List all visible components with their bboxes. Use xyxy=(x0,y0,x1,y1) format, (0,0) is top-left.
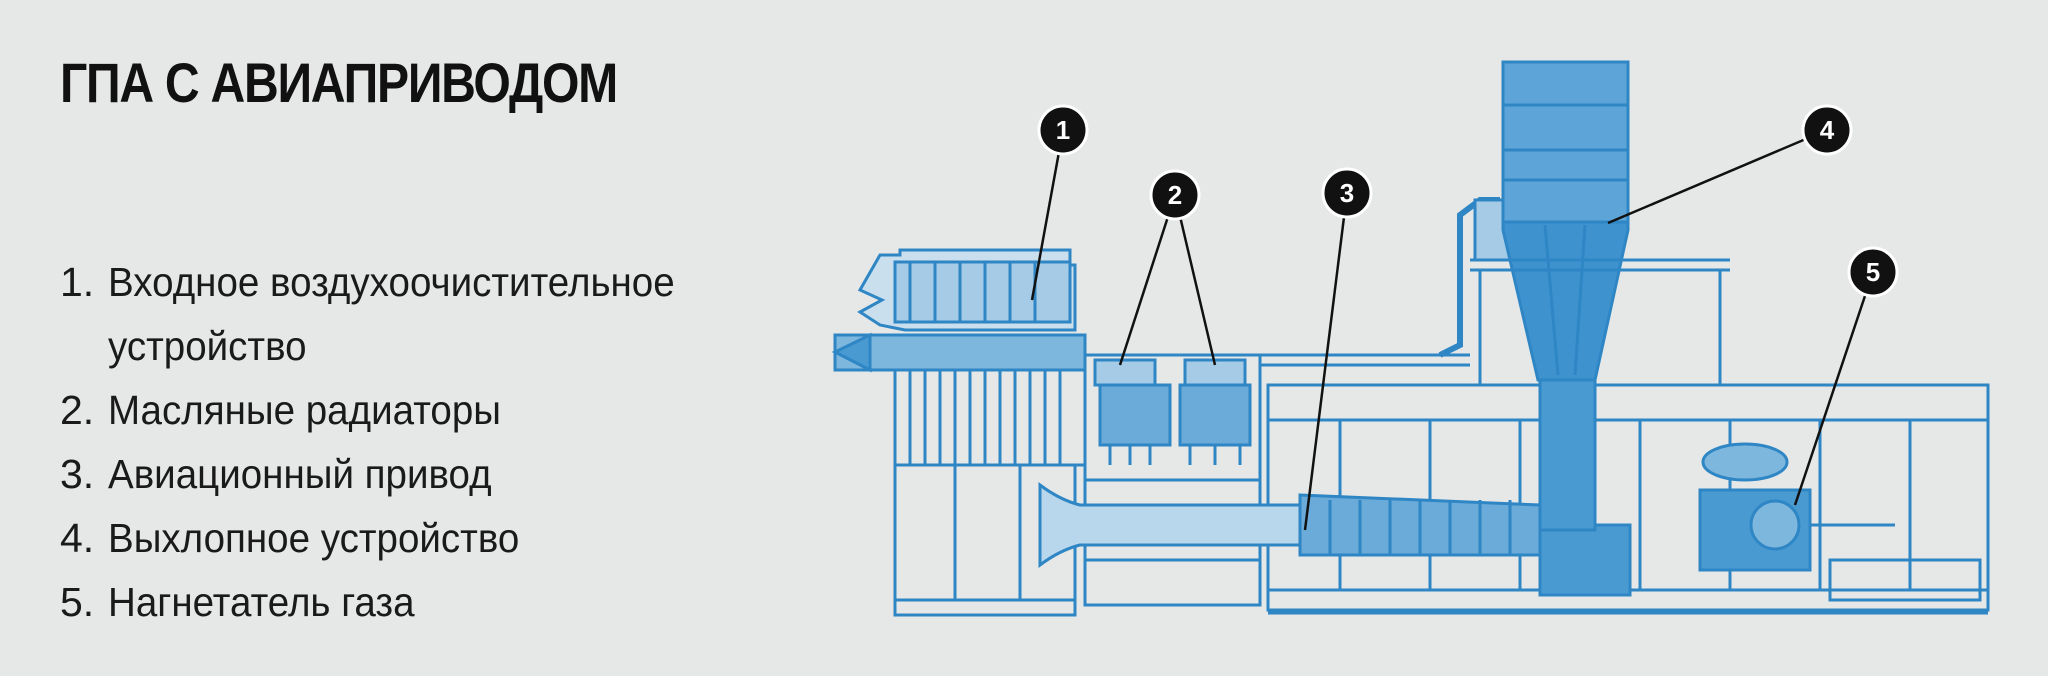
svg-text:4: 4 xyxy=(1820,115,1835,145)
svg-text:3: 3 xyxy=(1340,178,1354,208)
legend-item-label: Нагнетатель газа xyxy=(108,579,415,625)
legend-item: 1.Входное воздухоочистительное устройств… xyxy=(60,250,828,378)
callout-5: 5 xyxy=(1847,246,1899,298)
svg-text:2: 2 xyxy=(1168,180,1182,210)
callout-3: 3 xyxy=(1321,167,1373,219)
legend-item-label: Выхлопное устройство xyxy=(108,515,520,561)
callout-leaders xyxy=(1030,128,1875,531)
legend-item: 2.Масляные радиаторы xyxy=(60,378,828,442)
callout-4: 4 xyxy=(1801,104,1853,156)
svg-text:5: 5 xyxy=(1866,257,1880,287)
svg-text:1: 1 xyxy=(1056,115,1070,145)
legend-item: 3.Авиационный привод xyxy=(60,442,828,506)
legend-list: 1.Входное воздухоочистительное устройств… xyxy=(60,250,828,634)
gas-compressor xyxy=(1698,442,1982,602)
exhaust-stack xyxy=(1470,60,1730,532)
piping xyxy=(1260,197,1517,367)
callout-2: 2 xyxy=(1149,169,1201,221)
oil-coolers xyxy=(1083,353,1262,607)
gas-compressor-unit-schematic: 1 2 3 4 5 xyxy=(831,60,1990,617)
legend-item-label: Авиационный привод xyxy=(108,451,492,497)
legend-item: 4.Выхлопное устройство xyxy=(60,506,828,570)
legend-item-label: Масляные радиаторы xyxy=(108,387,501,433)
callout-1: 1 xyxy=(1037,104,1089,156)
aviation-engine xyxy=(1038,482,1632,597)
page-title: ГПА С АВИАПРИВОДОМ xyxy=(60,51,618,114)
air-intake-unit xyxy=(831,248,1087,617)
legend-item-label: Входное воздухоочистительное устройство xyxy=(108,259,675,369)
legend-item: 5.Нагнетатель газа xyxy=(60,570,828,634)
